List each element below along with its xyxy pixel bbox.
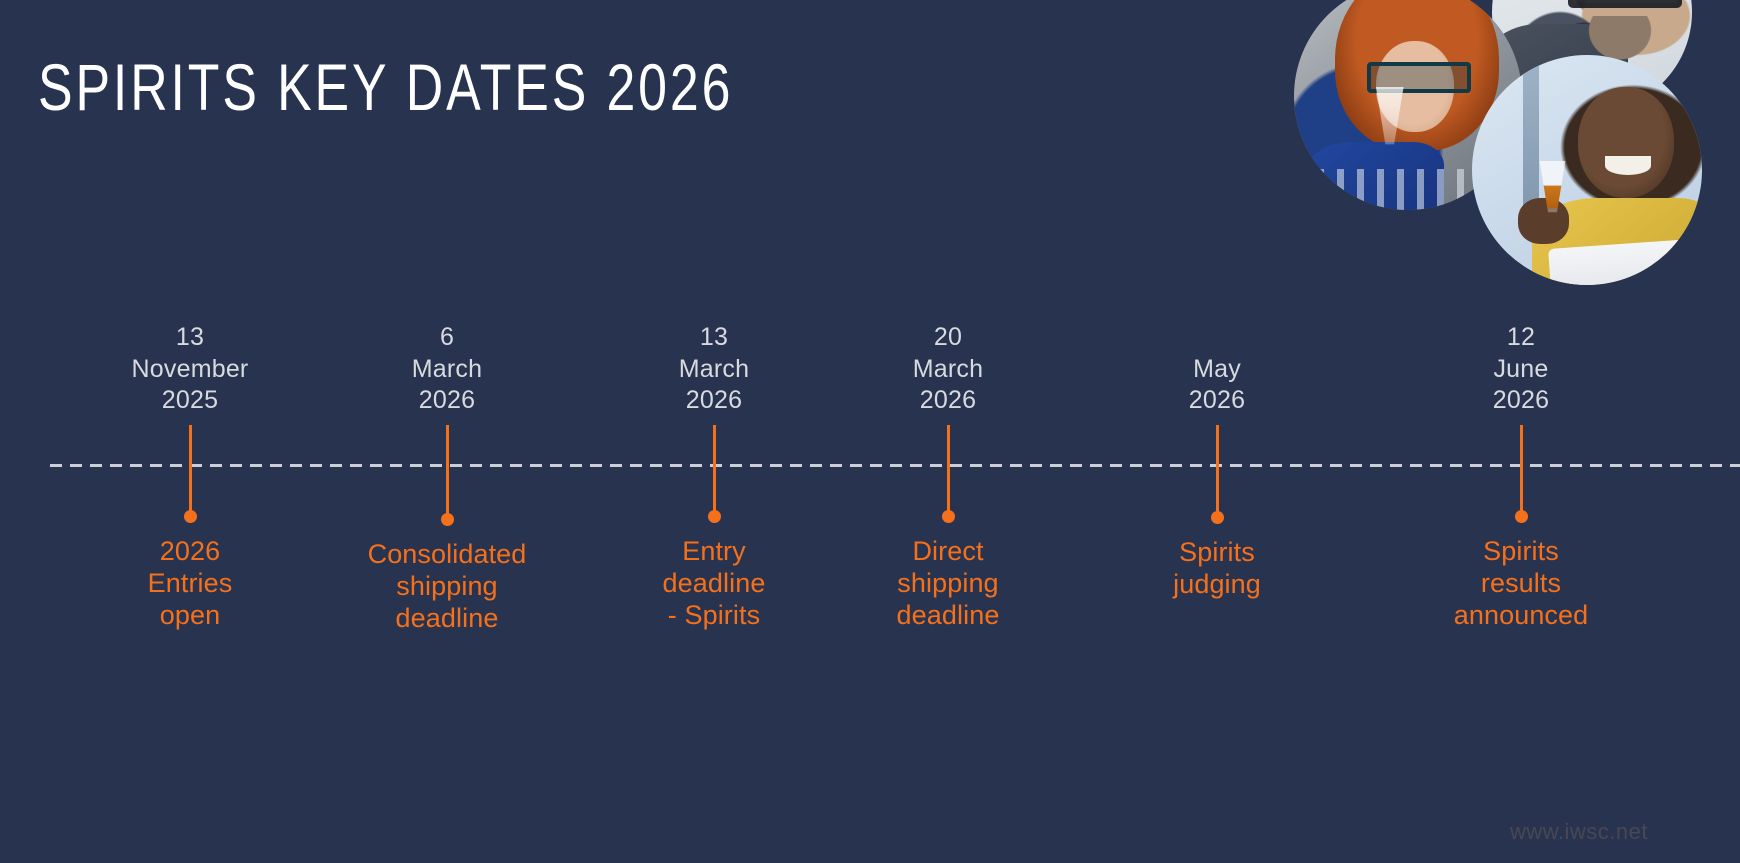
timeline-axis (50, 464, 1740, 467)
milestone-date: May 2026 (1188, 354, 1246, 415)
watermark: www.iwsc.net (1509, 819, 1648, 844)
milestone-dot (708, 510, 721, 523)
milestone-dot (184, 510, 197, 523)
milestone-stem (446, 425, 449, 519)
page-title: SPIRITS KEY DATES 2026 (38, 51, 734, 125)
milestone-stem (1216, 425, 1219, 517)
milestone-stem (947, 425, 950, 516)
milestone-dot (942, 510, 955, 523)
photo-man-smiling-tablet (1472, 55, 1702, 285)
milestone-date: 20 March 2026 (912, 322, 984, 415)
milestone-stem (189, 425, 192, 516)
milestone-dot (1515, 510, 1528, 523)
milestone-dot (441, 513, 454, 526)
milestone-label: 2026 Entries open (147, 536, 233, 630)
milestone-date: 13 November 2025 (131, 322, 249, 415)
milestone-label: Spirits judging (1173, 537, 1261, 599)
milestone-label: Consolidated shipping deadline (367, 539, 527, 633)
milestone-label: Direct shipping deadline (896, 536, 1000, 630)
milestone-stem (713, 425, 716, 516)
milestone-dot (1211, 511, 1224, 524)
milestone-label: Entry deadline - Spirits (662, 536, 766, 630)
photo-cluster (1294, 0, 1740, 330)
milestone-stem (1520, 425, 1523, 516)
milestone-date: 6 March 2026 (411, 322, 483, 415)
milestone-label: Spirits results announced (1453, 536, 1589, 630)
milestone-date: 12 June 2026 (1492, 322, 1550, 415)
milestone-date: 13 March 2026 (678, 322, 750, 415)
